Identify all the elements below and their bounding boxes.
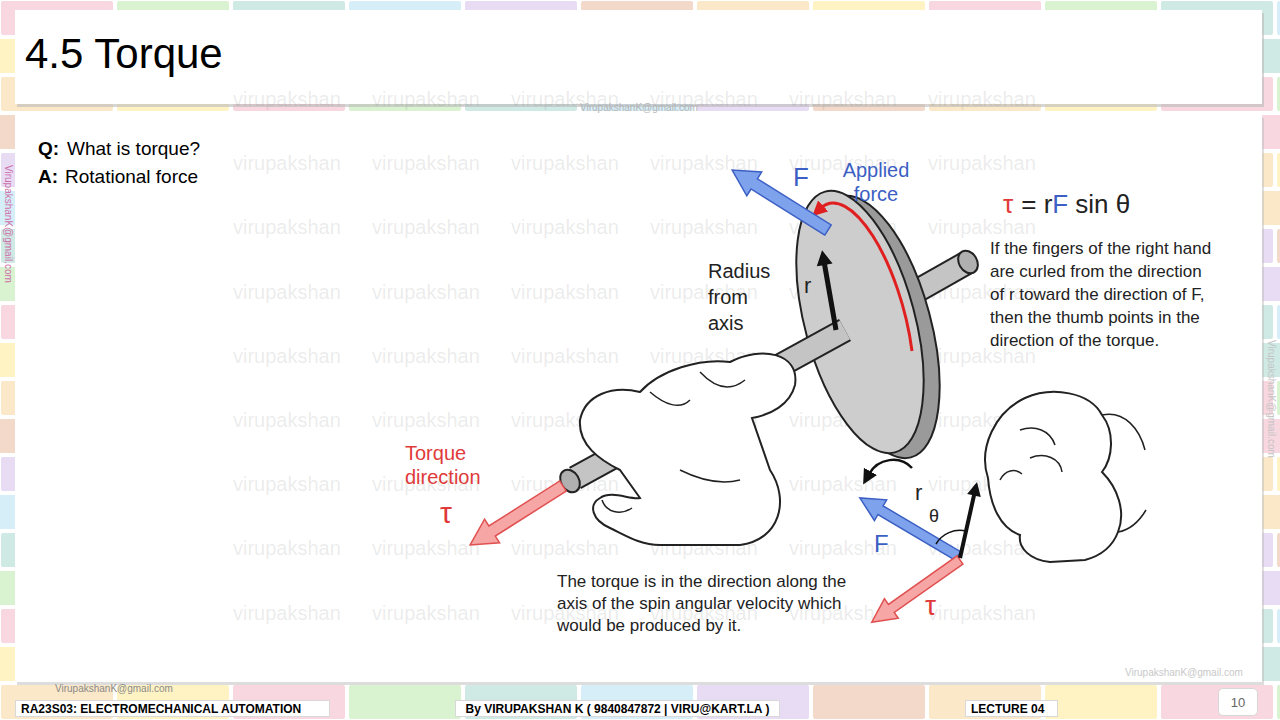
question-label: Q: [38, 138, 59, 160]
lecture-box: LECTURE 04 [965, 700, 1058, 717]
background-tile [1276, 228, 1280, 264]
page-number-box: 10 [1218, 688, 1258, 716]
radius-symbol: r [915, 480, 922, 505]
hand-lines [1000, 414, 1146, 532]
angle-arc [936, 530, 966, 544]
radius-label: Radius from axis [708, 258, 788, 336]
name-watermark: virupakshan [233, 345, 341, 368]
name-watermark: virupakshan [511, 152, 619, 175]
background-tile [1160, 684, 1274, 720]
title-bar [15, 10, 1262, 104]
name-watermark: virupakshan [372, 345, 480, 368]
name-watermark: virupakshan [372, 281, 480, 304]
background-tile [1276, 608, 1280, 644]
torque-symbol: τ [440, 496, 452, 531]
email-watermark: VirupakshanK@gmail.com [1125, 667, 1243, 679]
right-hand [985, 392, 1121, 562]
name-watermark: virupakshan [789, 473, 897, 496]
answer-label: A: [38, 166, 58, 188]
torque-arrow [865, 550, 967, 632]
name-watermark: virupakshan [233, 473, 341, 496]
background-tile [1276, 152, 1280, 188]
radius-symbol: r [804, 273, 811, 298]
box-text: RA23S03: ELECTROMECHANICAL AUTOMATION [21, 702, 301, 716]
name-watermark: virupakshan [789, 88, 897, 111]
background-tile [1276, 304, 1280, 340]
name-watermark: virupakshan [928, 152, 1036, 175]
background-tile [1276, 76, 1280, 112]
torque-symbol: τ [925, 590, 936, 622]
force-arrow [854, 488, 964, 567]
name-watermark: virupakshan [511, 345, 619, 368]
email-watermark: VirupakshanK@gmail.com [55, 683, 173, 695]
name-watermark: virupakshan [372, 216, 480, 239]
box-text: By VIRUPAKSHAN K ( 9840847872 | VIRU@KAR… [466, 702, 770, 716]
background-tile [1276, 532, 1280, 568]
name-watermark: virupakshan [233, 281, 341, 304]
background-tile [348, 684, 462, 720]
name-watermark: virupakshan [233, 409, 341, 432]
background-tile [1276, 0, 1280, 36]
course-box: RA23S03: ELECTROMECHANICAL AUTOMATION [15, 700, 330, 717]
email-watermark: VirupakshanK@gmail.com [580, 102, 698, 114]
name-watermark: virupakshan [372, 88, 480, 111]
name-watermark: virupakshan [928, 602, 1036, 625]
background-tile [812, 684, 926, 720]
email-watermark: VirupakshanK@gmail.com [3, 165, 15, 283]
radius-arrow [953, 480, 984, 559]
answer-text: Rotational force [65, 166, 198, 188]
name-watermark: virupakshan [650, 216, 758, 239]
force-label: Applied force [835, 158, 917, 206]
name-watermark: virupakshan [511, 216, 619, 239]
force-symbol: F [1052, 190, 1068, 220]
spin-arrow [869, 460, 912, 474]
email-watermark: VirupakshanK@gmail.com [1266, 340, 1278, 458]
box-text: LECTURE 04 [971, 702, 1044, 716]
name-watermark: virupakshan [372, 537, 480, 560]
force-symbol: F [874, 530, 889, 558]
name-watermark: virupakshan [233, 152, 341, 175]
torque-symbol: τ [1003, 190, 1013, 220]
name-watermark: virupakshan [233, 216, 341, 239]
torque-formula: τ = rFsin θ [1003, 190, 1130, 220]
content-panel [15, 115, 1262, 682]
name-watermark: virupakshan [372, 602, 480, 625]
angle-symbol: θ [929, 506, 939, 527]
rule-note: If the fingers of the right hand are cur… [990, 238, 1214, 353]
name-watermark: virupakshan [233, 602, 341, 625]
name-watermark: virupakshan [372, 152, 480, 175]
name-watermark: virupakshan [511, 537, 619, 560]
force-symbol: F [793, 163, 809, 193]
hand-lines [602, 372, 745, 512]
left-hand [580, 353, 796, 545]
name-watermark: virupakshan [233, 88, 341, 111]
axle-end [954, 247, 982, 277]
background-tile [1276, 684, 1280, 720]
box-text: 10 [1231, 695, 1245, 710]
radius-arrow [814, 249, 844, 332]
name-watermark: virupakshan [928, 216, 1036, 239]
torque-note: The torque is in the direction along the… [557, 571, 857, 637]
formula-text: sin θ [1075, 190, 1130, 220]
name-watermark: virupakshan [372, 409, 480, 432]
name-watermark: virupakshan [233, 537, 341, 560]
formula-text: = r [1021, 190, 1052, 220]
force-arrow [725, 158, 836, 242]
background-tile [1044, 684, 1158, 720]
name-watermark: virupakshan [511, 281, 619, 304]
name-watermark: virupakshan [928, 88, 1036, 111]
author-box: By VIRUPAKSHAN K ( 9840847872 | VIRU@KAR… [455, 700, 780, 717]
slide-title: 4.5 Torque [25, 30, 223, 78]
background-tile [1276, 456, 1280, 492]
question-text: What is torque? [67, 138, 200, 160]
torque-direction-label: Torque direction [405, 441, 505, 489]
disc-face [772, 177, 948, 466]
